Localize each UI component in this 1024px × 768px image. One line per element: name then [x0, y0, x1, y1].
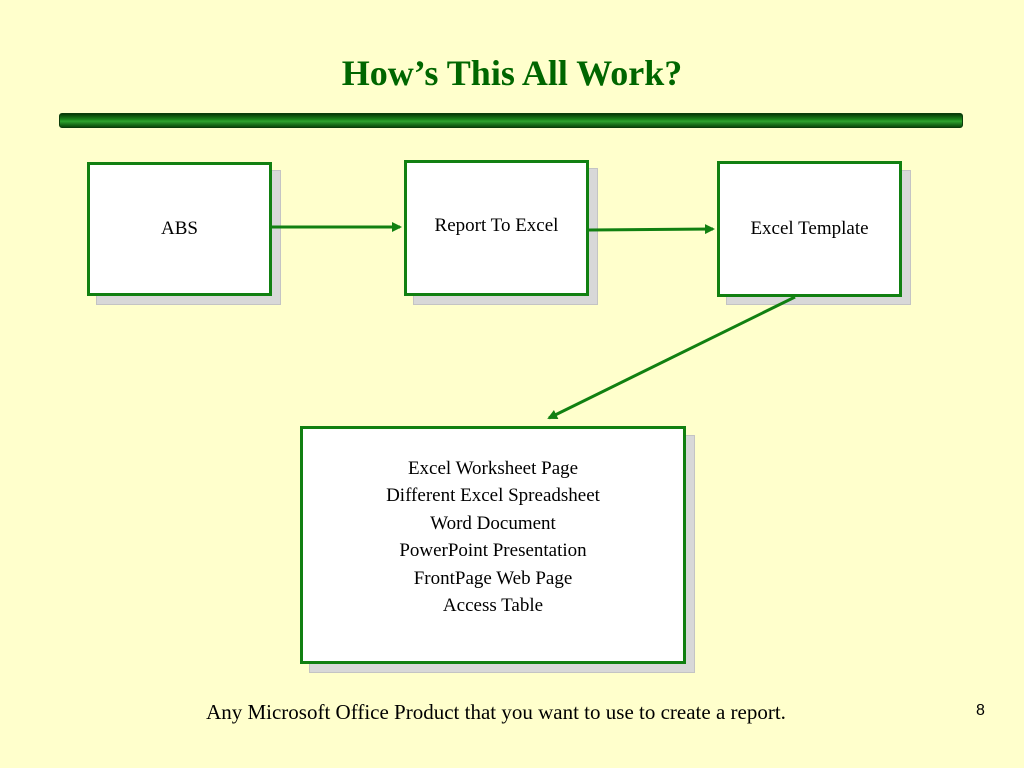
output-targets-node: Excel Worksheet Page Different Excel Spr…	[300, 426, 686, 664]
output-item: Word Document	[430, 512, 556, 534]
output-item: Excel Worksheet Page	[407, 457, 579, 479]
excel-template-node: Excel Template	[717, 161, 902, 297]
slide-title: How’s This All Work?	[341, 53, 683, 93]
output-item: FrontPage Web Page	[413, 567, 573, 589]
page-number: 8	[976, 702, 985, 719]
output-item: Different Excel Spreadsheet	[386, 485, 600, 506]
excel-template-node-label: Excel Template	[750, 218, 869, 239]
abs-node: ABS	[87, 162, 272, 296]
title-divider-bar	[59, 113, 963, 128]
arrow-template-to-outputs	[547, 295, 796, 420]
output-item: PowerPoint Presentation	[399, 540, 587, 561]
output-item: Access Table	[442, 595, 544, 616]
slide-footer-text: Any Microsoft Office Product that you wa…	[206, 700, 786, 724]
abs-node-label: ABS	[161, 218, 198, 239]
report-to-excel-node: Report To Excel	[404, 160, 589, 296]
report-to-excel-node-label: Report To Excel	[434, 215, 559, 236]
arrow-report-to-template	[588, 224, 715, 235]
